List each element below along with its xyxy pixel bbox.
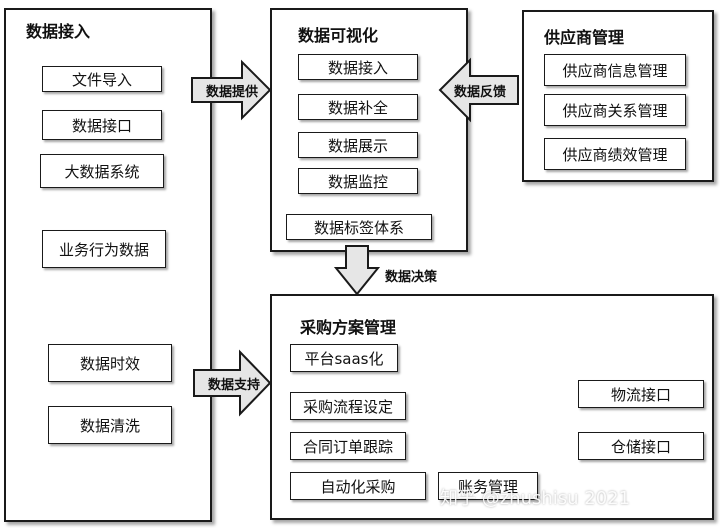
data-decision-arrow: [333, 245, 381, 296]
big-data-system-box: 大数据系统: [40, 154, 164, 188]
supplier-info-box: 供应商信息管理: [544, 54, 686, 86]
visualization-title: 数据可视化: [298, 26, 379, 45]
procurement-title: 采购方案管理: [300, 318, 397, 337]
warehouse-interface-box: 仓储接口: [578, 432, 704, 460]
data-completion-box: 数据补全: [298, 94, 418, 120]
contract-order-tracking-box: 合同订单跟踪: [290, 432, 406, 460]
vis-data-access-box: 数据接入: [298, 54, 418, 80]
supplier-performance-box: 供应商绩效管理: [544, 138, 686, 170]
supplier-relation-box: 供应商关系管理: [544, 94, 686, 126]
saas-platform-box: 平台saas化: [290, 344, 398, 372]
data-decision-label: 数据决策: [384, 269, 437, 285]
data-access-title: 数据接入: [26, 22, 91, 41]
data-feedback-arrow: [438, 57, 519, 123]
data-timeliness-box: 数据时效: [48, 344, 172, 382]
watermark: 知乎 @zhushisu 2021: [440, 488, 631, 509]
file-import-box: 文件导入: [42, 66, 162, 92]
automated-procurement-box: 自动化采购: [290, 472, 426, 500]
data-provide-arrow: [191, 59, 272, 121]
data-provide-label: 数据提供: [205, 84, 258, 100]
data-monitoring-box: 数据监控: [298, 168, 418, 194]
supplier-title: 供应商管理: [544, 28, 625, 47]
data-support-label: 数据支持: [207, 377, 260, 393]
data-feedback-label: 数据反馈: [453, 84, 506, 100]
procurement-process-box: 采购流程设定: [290, 392, 406, 420]
data-tag-system-box: 数据标签体系: [286, 214, 432, 240]
data-display-box: 数据展示: [298, 132, 418, 158]
data-cleaning-box: 数据清洗: [48, 406, 172, 444]
visualization-panel: 数据可视化: [270, 8, 468, 252]
business-behavior-data-box: 业务行为数据: [42, 230, 166, 268]
logistics-interface-box: 物流接口: [578, 380, 704, 408]
data-support-arrow: [193, 349, 272, 417]
accounting-management-box: 账务管理: [438, 472, 538, 500]
data-interface-box: 数据接口: [42, 110, 162, 140]
